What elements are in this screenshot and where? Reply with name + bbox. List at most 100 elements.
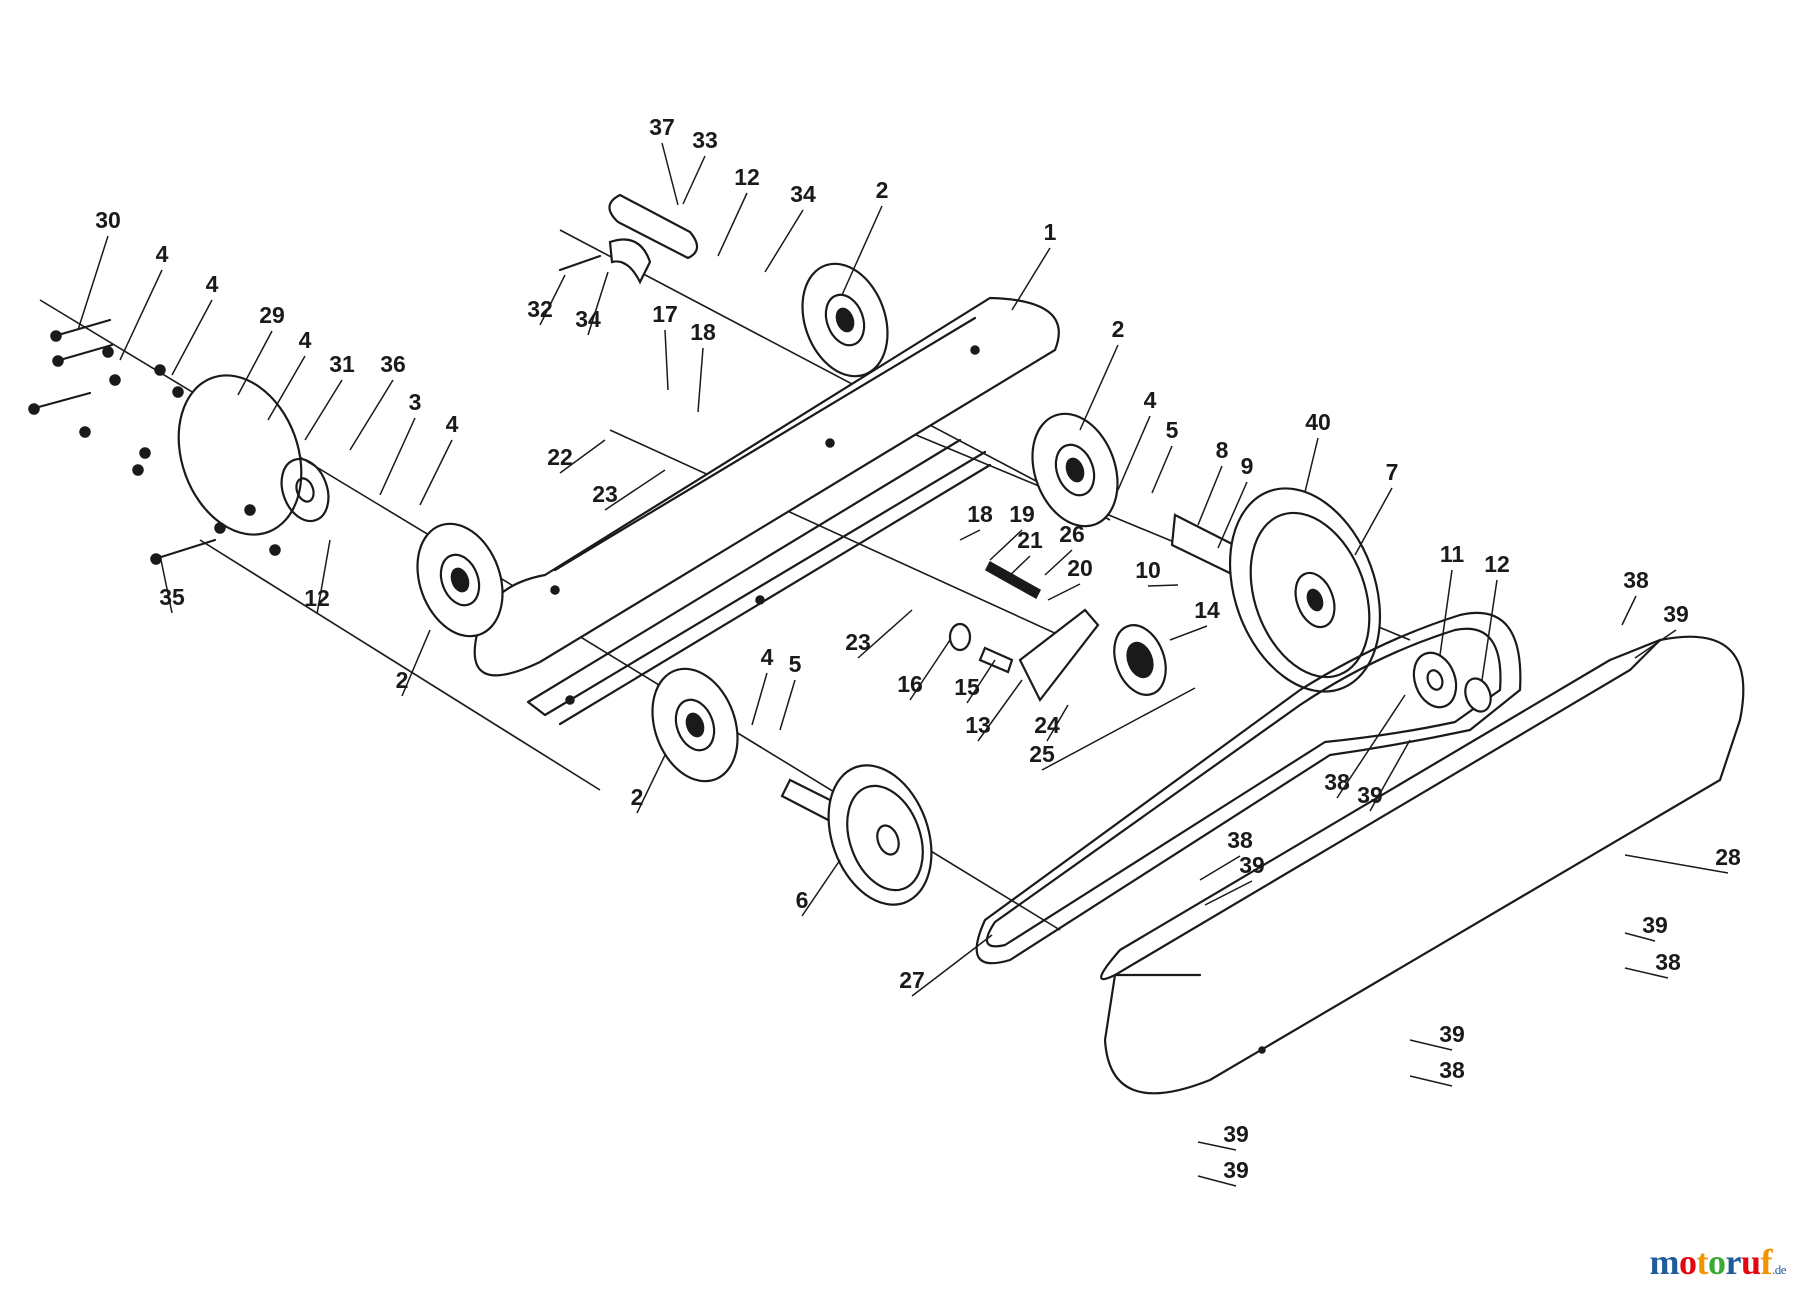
callout-label-31: 26 [1059, 521, 1085, 547]
callout-label-22: 40 [1305, 409, 1331, 435]
callout-leader-35 [1047, 583, 1081, 601]
callout-label-42: 2 [396, 667, 409, 693]
callout-label-16: 31 [329, 351, 355, 377]
callout-leader-40 [1169, 625, 1208, 641]
callout-label-2: 12 [734, 164, 760, 190]
callout-leader-30 [1004, 555, 1031, 581]
callout-label-23: 22 [547, 444, 573, 470]
callout-leader-22 [1304, 437, 1319, 493]
callout-label-17: 36 [380, 351, 406, 377]
callout-label-15: 4 [299, 327, 312, 353]
belt-cover [1100, 635, 1745, 1095]
callout-leader-4 [841, 205, 883, 296]
callout-leader-41 [857, 609, 913, 659]
callout-label-39: 12 [304, 585, 330, 611]
watermark-letter: u [1740, 1242, 1761, 1282]
callout-label-48: 24 [1034, 712, 1060, 738]
callout-label-45: 5 [789, 651, 802, 677]
motoruf-watermark: motoruf.de [1649, 1241, 1786, 1283]
callout-label-57: 39 [1642, 912, 1668, 938]
callout-leader-17 [349, 379, 394, 451]
callout-leader-18 [379, 417, 416, 496]
callout-leader-19 [419, 439, 453, 506]
callout-leader-39 [316, 539, 331, 615]
callout-label-38: 35 [159, 584, 185, 610]
callout-label-10: 34 [575, 306, 601, 332]
small-pulley [827, 764, 933, 906]
callout-leader-49 [1041, 687, 1196, 771]
callout-label-8: 1 [1044, 219, 1057, 245]
callout-leader-20 [1117, 415, 1151, 491]
callout-label-27: 23 [592, 481, 618, 507]
callout-label-49: 25 [1029, 741, 1055, 767]
callout-label-47: 13 [965, 712, 991, 738]
callout-leader-3 [764, 209, 804, 273]
callout-label-51: 39 [1357, 782, 1383, 808]
callout-leader-52 [636, 754, 666, 814]
callout-label-9: 32 [527, 296, 553, 322]
callout-leader-15 [267, 355, 306, 421]
callout-label-32: 10 [1135, 557, 1161, 583]
callout-label-29: 19 [1009, 501, 1035, 527]
callout-leader-2 [717, 192, 748, 257]
callout-leader-53 [1199, 855, 1241, 881]
callout-leader-11 [664, 329, 669, 391]
callout-label-30: 21 [1017, 527, 1043, 553]
callout-leader-25 [1217, 481, 1248, 549]
callout-leader-43 [909, 639, 951, 701]
callout-leader-10 [587, 271, 609, 336]
watermark-tld: .de [1771, 1262, 1787, 1277]
callout-leader-58 [911, 934, 993, 997]
callout-leader-7 [171, 299, 213, 376]
callout-leader-47 [977, 679, 1023, 742]
callout-label-41: 23 [845, 629, 871, 655]
callout-label-26: 7 [1386, 459, 1399, 485]
callout-leader-12 [697, 347, 704, 413]
explosion-axes [39, 229, 1411, 931]
watermark-letter: f [1760, 1242, 1772, 1282]
callout-label-34: 12 [1484, 551, 1510, 577]
bearing-flanges [416, 262, 1119, 783]
frame-plate [473, 296, 1060, 726]
callout-leader-34 [1481, 579, 1498, 681]
callout-leader-31 [1044, 549, 1073, 576]
callout-label-52: 2 [631, 784, 644, 810]
callout-label-13: 29 [259, 302, 285, 328]
watermark-letter: m [1649, 1242, 1679, 1282]
callout-leader-27 [604, 469, 666, 511]
callout-label-5: 30 [95, 207, 121, 233]
callout-label-4: 2 [876, 177, 889, 203]
callout-leader-21 [1151, 445, 1173, 494]
callout-leader-55 [1624, 854, 1729, 874]
watermark-letter: o [1707, 1242, 1726, 1282]
callout-label-43: 16 [897, 671, 923, 697]
callout-leader-44 [751, 672, 768, 726]
callout-leader-56 [801, 859, 841, 917]
callout-label-7: 4 [206, 271, 219, 297]
callout-leader-24 [1197, 465, 1223, 526]
callout-label-3: 34 [790, 181, 816, 207]
callout-label-63: 39 [1223, 1157, 1249, 1183]
callout-leader-26 [1354, 487, 1393, 556]
callout-label-24: 8 [1216, 437, 1229, 463]
callout-label-37: 39 [1663, 601, 1689, 627]
callout-label-54: 39 [1239, 852, 1265, 878]
callout-leader-38 [159, 554, 173, 614]
callout-label-19: 4 [446, 411, 459, 437]
callout-leader-57 [1624, 932, 1656, 942]
callout-label-44: 4 [761, 644, 774, 670]
callout-leader-33 [1439, 569, 1453, 656]
large-pulley [1228, 487, 1382, 693]
callout-leader-5 [77, 235, 109, 331]
callout-leader-1 [682, 155, 706, 205]
callout-leader-54 [1204, 880, 1253, 906]
watermark-letter: r [1725, 1242, 1741, 1282]
callout-label-14: 2 [1112, 316, 1125, 342]
callout-label-55: 28 [1715, 844, 1741, 870]
callout-label-46: 15 [954, 674, 980, 700]
callout-label-28: 18 [967, 501, 993, 527]
callout-leader-28 [959, 529, 981, 541]
